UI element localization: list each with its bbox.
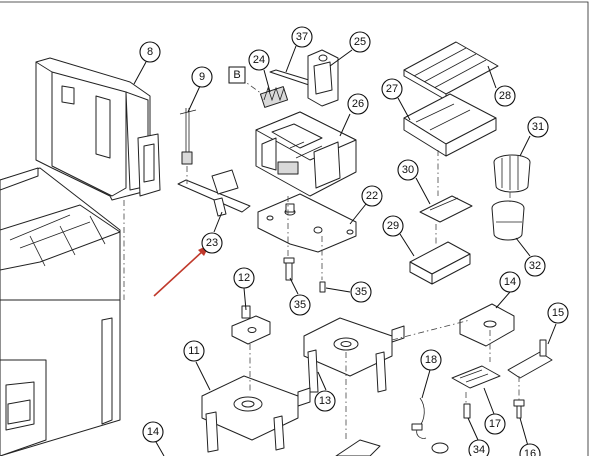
callout-28: 28 <box>494 85 516 107</box>
box-label-b-text: B <box>233 69 240 81</box>
callout-31-label: 31 <box>532 121 544 133</box>
callout-30-label: 30 <box>402 164 414 176</box>
callout-14-right-label: 14 <box>504 276 516 288</box>
callout-8-label: 8 <box>147 46 153 58</box>
part-23-bar <box>177 169 251 217</box>
callout-14-left: 14 <box>142 421 164 443</box>
callout-9-label: 9 <box>199 71 205 83</box>
leader-lines <box>133 45 557 456</box>
callout-12: 12 <box>233 267 255 289</box>
callout-24-label: 24 <box>253 54 265 66</box>
callout-18: 18 <box>420 349 442 371</box>
part-9-bracket <box>179 108 197 165</box>
part-29-tray <box>409 241 471 285</box>
callout-24: 24 <box>248 49 270 71</box>
part-25-frame <box>307 49 339 107</box>
part-11-truck-frame <box>201 375 311 453</box>
callout-25-label: 25 <box>354 36 366 48</box>
part-35-screws <box>283 257 326 293</box>
callout-15-label: 15 <box>552 307 564 319</box>
frame-border <box>0 1 589 456</box>
callout-15: 15 <box>547 302 569 324</box>
callout-35-left-label: 35 <box>294 299 306 311</box>
part-30-lid <box>419 195 473 223</box>
callout-31: 31 <box>527 116 549 138</box>
callout-23: 23 <box>201 232 223 254</box>
part-17-spring-plate <box>451 365 501 389</box>
highlight-arrow <box>153 244 210 297</box>
part-13-truck-frame <box>303 317 405 393</box>
callout-16: 16 <box>519 443 541 456</box>
callout-12-label: 12 <box>238 272 250 284</box>
callout-14-left-label: 14 <box>147 426 159 438</box>
cab-part-8 <box>35 57 161 201</box>
callout-22-label: 22 <box>366 190 378 202</box>
callout-34: 34 <box>468 439 490 456</box>
callout-23-label: 23 <box>206 237 218 249</box>
callout-29-label: 29 <box>387 220 399 232</box>
part-27-tray <box>403 93 497 157</box>
callout-32: 32 <box>524 255 546 277</box>
callout-28-label: 28 <box>499 90 511 102</box>
part-34-screw <box>463 403 471 419</box>
callout-34-label: 34 <box>473 444 485 456</box>
callout-35-left: 35 <box>289 294 311 316</box>
callout-16-label: 16 <box>524 448 536 456</box>
part-14-coupler-plate <box>459 303 515 347</box>
part-24-spring <box>259 86 289 108</box>
callout-8: 8 <box>139 41 161 63</box>
callout-13: 13 <box>314 390 336 412</box>
part-18-wire <box>411 397 427 439</box>
callout-27-label: 27 <box>386 83 398 95</box>
alignment-lines <box>123 77 520 440</box>
callout-26: 26 <box>347 93 369 115</box>
callout-35-right-label: 35 <box>355 286 367 298</box>
callout-17-label: 17 <box>489 418 501 430</box>
callout-35-right: 35 <box>350 281 372 303</box>
callout-25: 25 <box>349 31 371 53</box>
callout-37: 37 <box>291 26 313 48</box>
callout-17: 17 <box>484 413 506 435</box>
callout-30: 30 <box>397 159 419 181</box>
callout-9: 9 <box>191 66 213 88</box>
callout-14-right: 14 <box>499 271 521 293</box>
callout-32-label: 32 <box>529 260 541 272</box>
part-12-plate <box>231 305 271 345</box>
callout-22: 22 <box>361 185 383 207</box>
callout-18-label: 18 <box>425 354 437 366</box>
part-31-barrel <box>493 154 531 193</box>
box-label-b: B <box>228 66 246 84</box>
callout-37-label: 37 <box>296 31 308 43</box>
part-22-plate <box>257 193 357 253</box>
part-15-coupler <box>507 339 553 379</box>
callout-26-label: 26 <box>352 98 364 110</box>
bottom-parts <box>335 439 449 456</box>
part-28-roof <box>403 41 499 101</box>
locomotive-body <box>0 167 121 456</box>
callout-13-label: 13 <box>319 395 331 407</box>
callout-11: 11 <box>183 340 205 362</box>
part-16-pin <box>513 399 525 419</box>
part-26-gearbox <box>255 111 357 197</box>
callout-29: 29 <box>382 215 404 237</box>
callout-11-label: 11 <box>188 345 199 357</box>
part-32-barrel <box>491 200 525 241</box>
callout-27: 27 <box>381 78 403 100</box>
